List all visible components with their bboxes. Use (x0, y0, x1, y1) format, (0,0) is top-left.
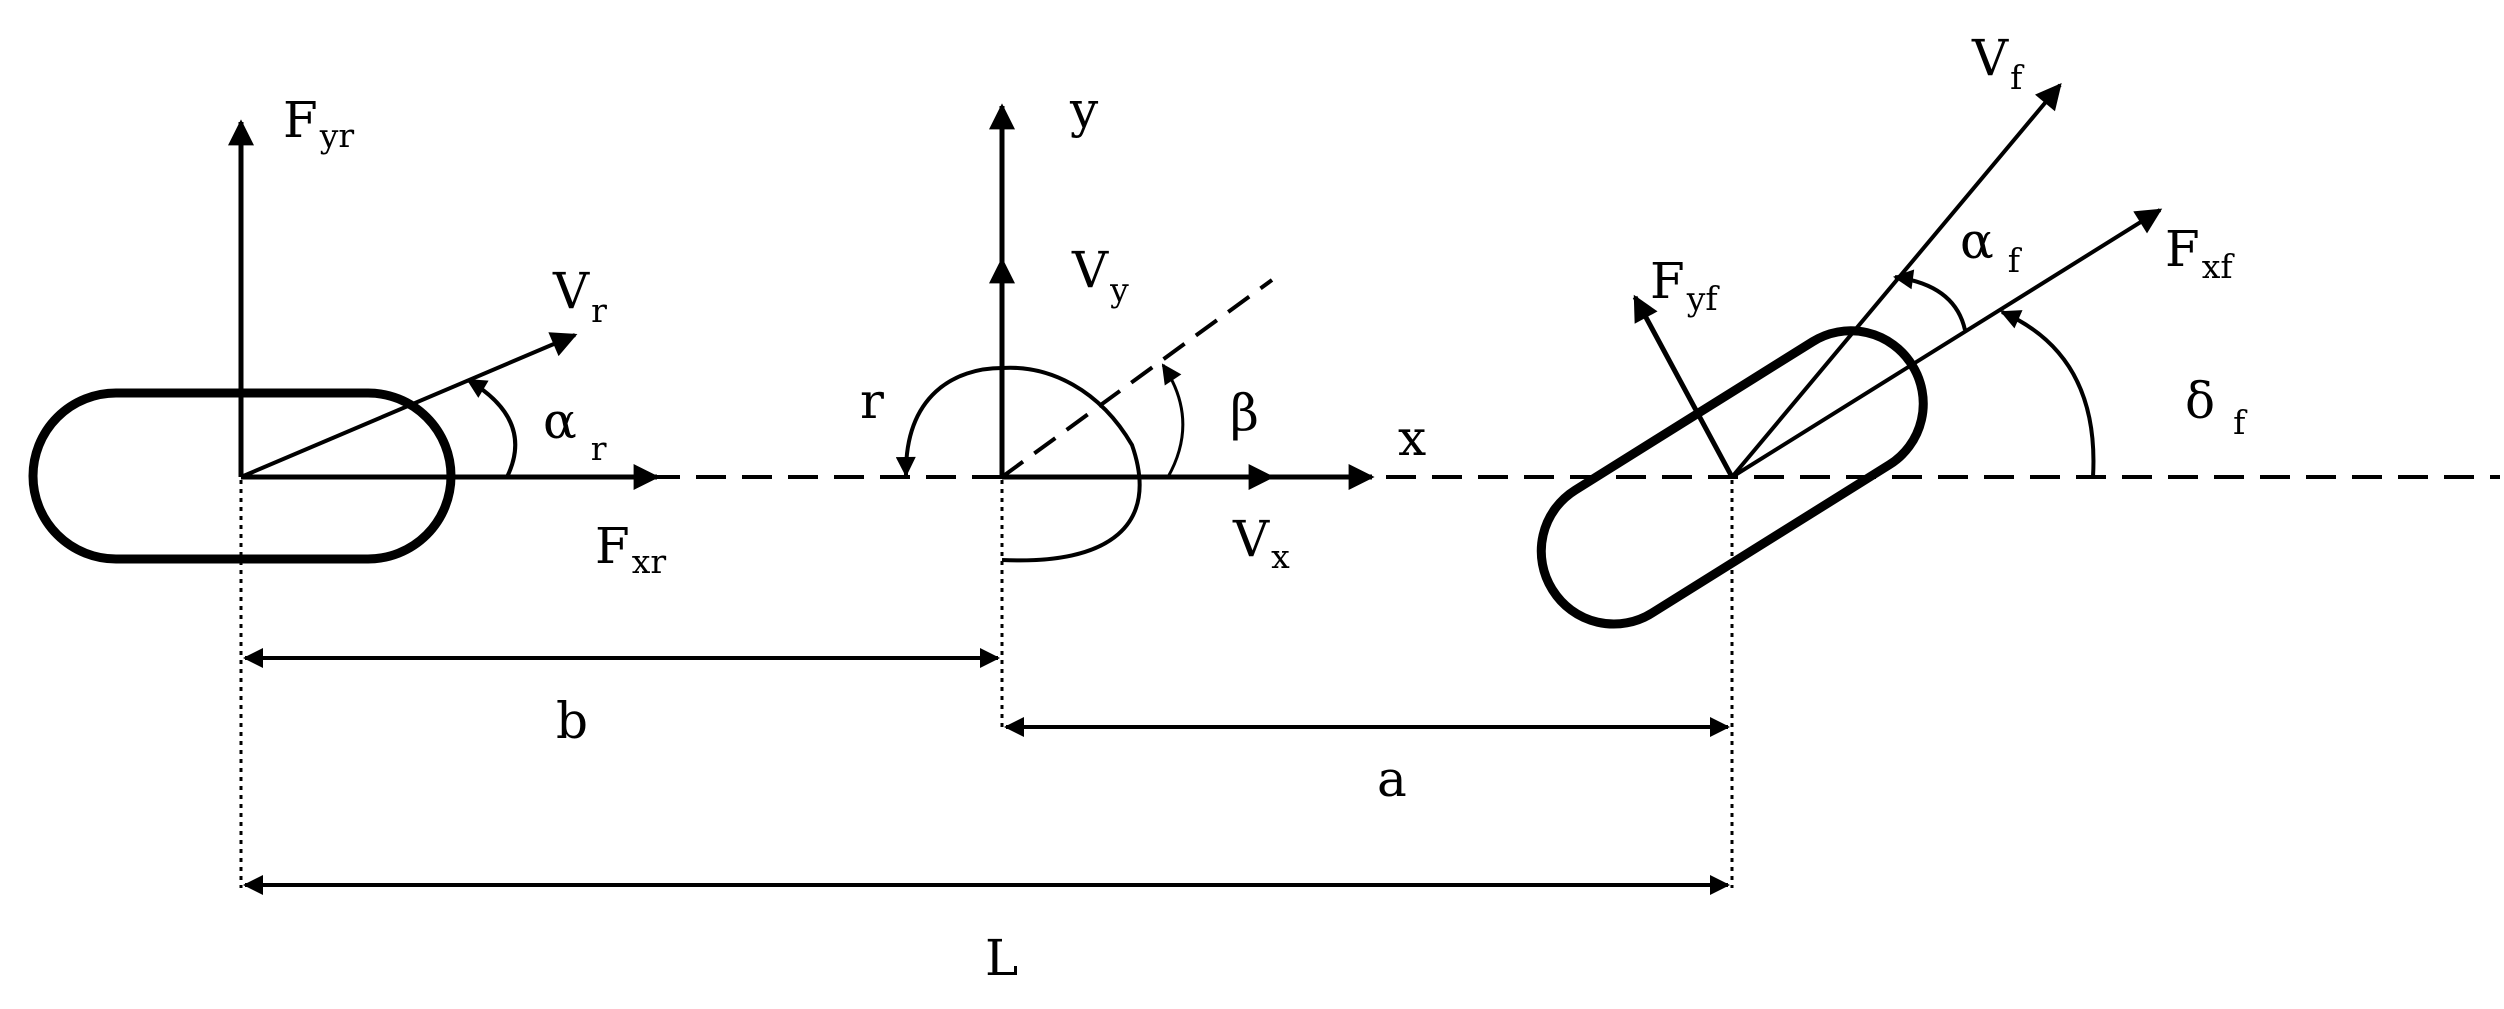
dim-a-label: a (1377, 750, 1407, 808)
cog-group: y Vy r β x Vx (860, 81, 1426, 730)
front-fy-label: Fyf (1650, 252, 1720, 318)
cog-yaw-rate-label: r (860, 372, 884, 430)
rear-velocity-label: Vr (552, 262, 607, 330)
cog-vy-label: Vy (1071, 241, 1129, 309)
front-slip-angle-arc (1893, 269, 1967, 331)
cog-beta-arc (1161, 363, 1185, 478)
cog-beta-label: β (1230, 384, 1259, 442)
cog-yaw-rate-arc (895, 365, 1142, 563)
cog-beta-dashed-line (1000, 278, 1274, 479)
rear-fy-label: Fyr (283, 91, 354, 155)
dim-b-label: b (556, 692, 588, 750)
front-steer-angle-arc (2000, 310, 2096, 478)
rear-velocity-arrow (240, 332, 578, 479)
front-velocity-arrow (1730, 83, 2062, 479)
dim-L-label: L (985, 929, 1018, 987)
cog-x-label: x (1398, 409, 1426, 467)
dimensions-group: b a L (243, 648, 1730, 987)
front-fy-arrow (1632, 294, 1735, 479)
front-fx-label: Fxf (2165, 220, 2235, 286)
cog-y-label: y (1069, 81, 1099, 139)
front-velocity-label: Vf (1971, 29, 2025, 97)
cog-vx-label: Vx (1232, 510, 1290, 576)
rear-slip-angle-arc (466, 378, 518, 478)
front-fx-arrow (1730, 208, 2163, 479)
rear-fx-label: Fxr (595, 517, 666, 581)
